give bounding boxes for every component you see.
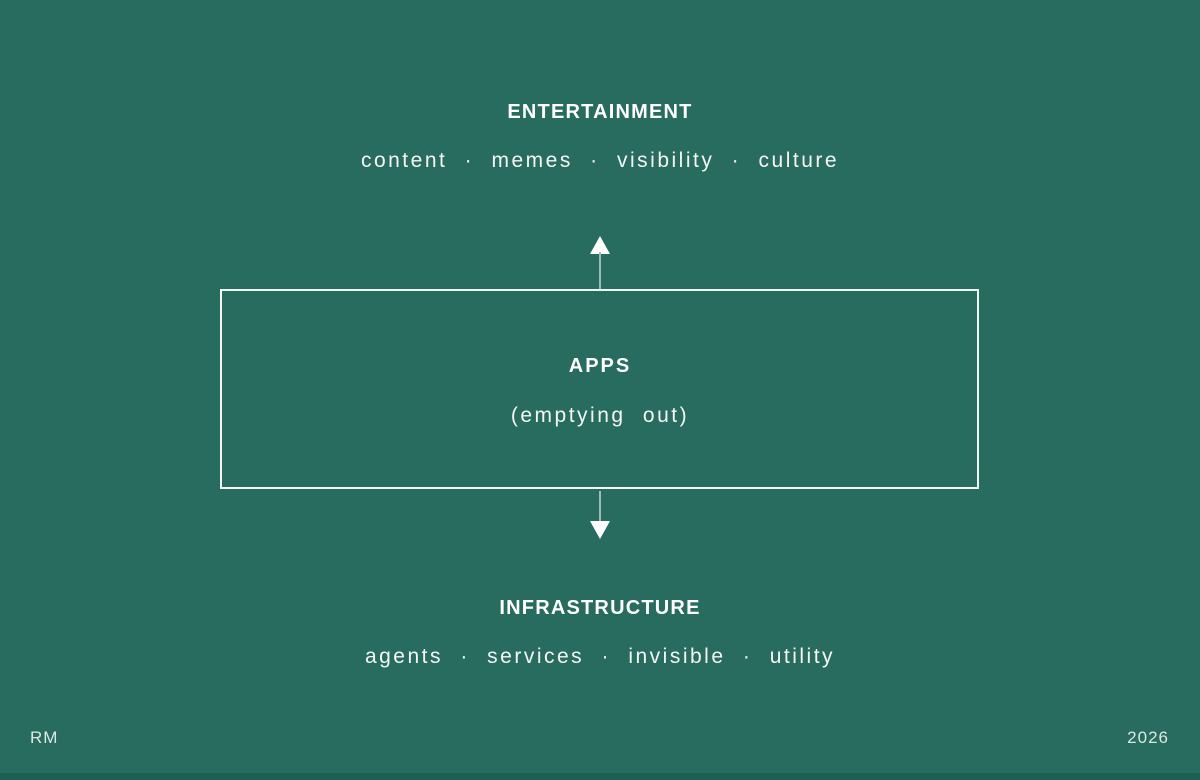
entertainment-subtitle: content · memes · visibility · culture [360, 149, 840, 172]
author-initials: RM [30, 728, 59, 747]
infrastructure-title: INFRASTRUCTURE [499, 597, 701, 619]
entertainment-title: ENTERTAINMENT [507, 101, 693, 123]
infrastructure-subtitle: agents · services · invisible · utility [364, 645, 836, 668]
apps-box [220, 289, 979, 489]
year-label: 2026 [1127, 728, 1169, 747]
arrow-down-stem [599, 491, 601, 522]
arrow-up-icon [590, 236, 610, 254]
arrow-down-icon [590, 521, 610, 539]
arrow-up-stem [599, 252, 601, 289]
bottom-edge-strip [0, 773, 1200, 780]
apps-title: APPS [568, 355, 632, 377]
apps-subtitle: (emptying out) [510, 404, 690, 427]
